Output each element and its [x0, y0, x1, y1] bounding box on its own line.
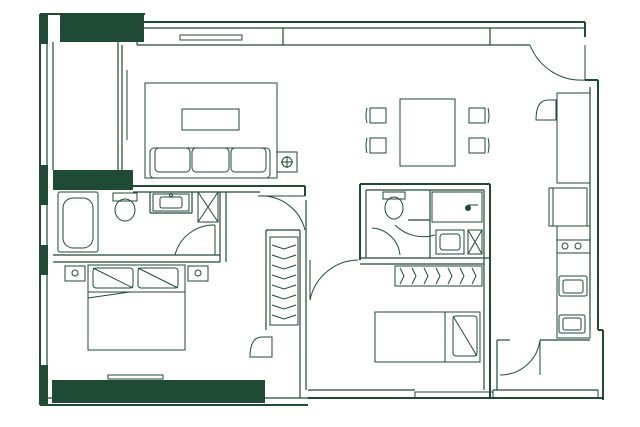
bathtub-icon [57, 191, 99, 253]
kitchen [535, 92, 591, 339]
master-bedroom [64, 264, 273, 380]
balcony [52, 42, 128, 170]
second-bedroom [374, 265, 483, 363]
plant-icon [249, 336, 273, 358]
master-bathroom [57, 191, 219, 253]
shower-icon [467, 229, 483, 255]
dining-table-icon [365, 98, 490, 167]
interior-walls [53, 183, 590, 398]
stove-icon [557, 239, 590, 254]
outer-walls [39, 13, 604, 406]
shower-icon [431, 191, 483, 223]
second-bathroom [382, 191, 483, 255]
wardrobe-icon [394, 265, 483, 287]
shower-icon [197, 191, 219, 223]
sink-icon [558, 314, 586, 334]
coffee-table-icon [181, 108, 240, 131]
sink-icon [435, 229, 465, 255]
sofa-icon [149, 147, 271, 179]
plant-icon [276, 151, 298, 173]
sink-icon [152, 193, 190, 212]
refrigerator-icon [548, 187, 588, 227]
toilet-icon [112, 192, 138, 222]
nightstand-right [187, 265, 209, 282]
wardrobe-icon [269, 236, 299, 326]
bed-icon [87, 264, 186, 351]
doors [174, 44, 586, 376]
toilet-icon [382, 191, 406, 220]
living-room [144, 82, 298, 179]
nightstand-left [64, 265, 86, 282]
wall-blocks [40, 14, 265, 405]
toilet-icon [535, 99, 557, 121]
bed-icon [374, 311, 481, 363]
sink-icon [558, 275, 588, 297]
